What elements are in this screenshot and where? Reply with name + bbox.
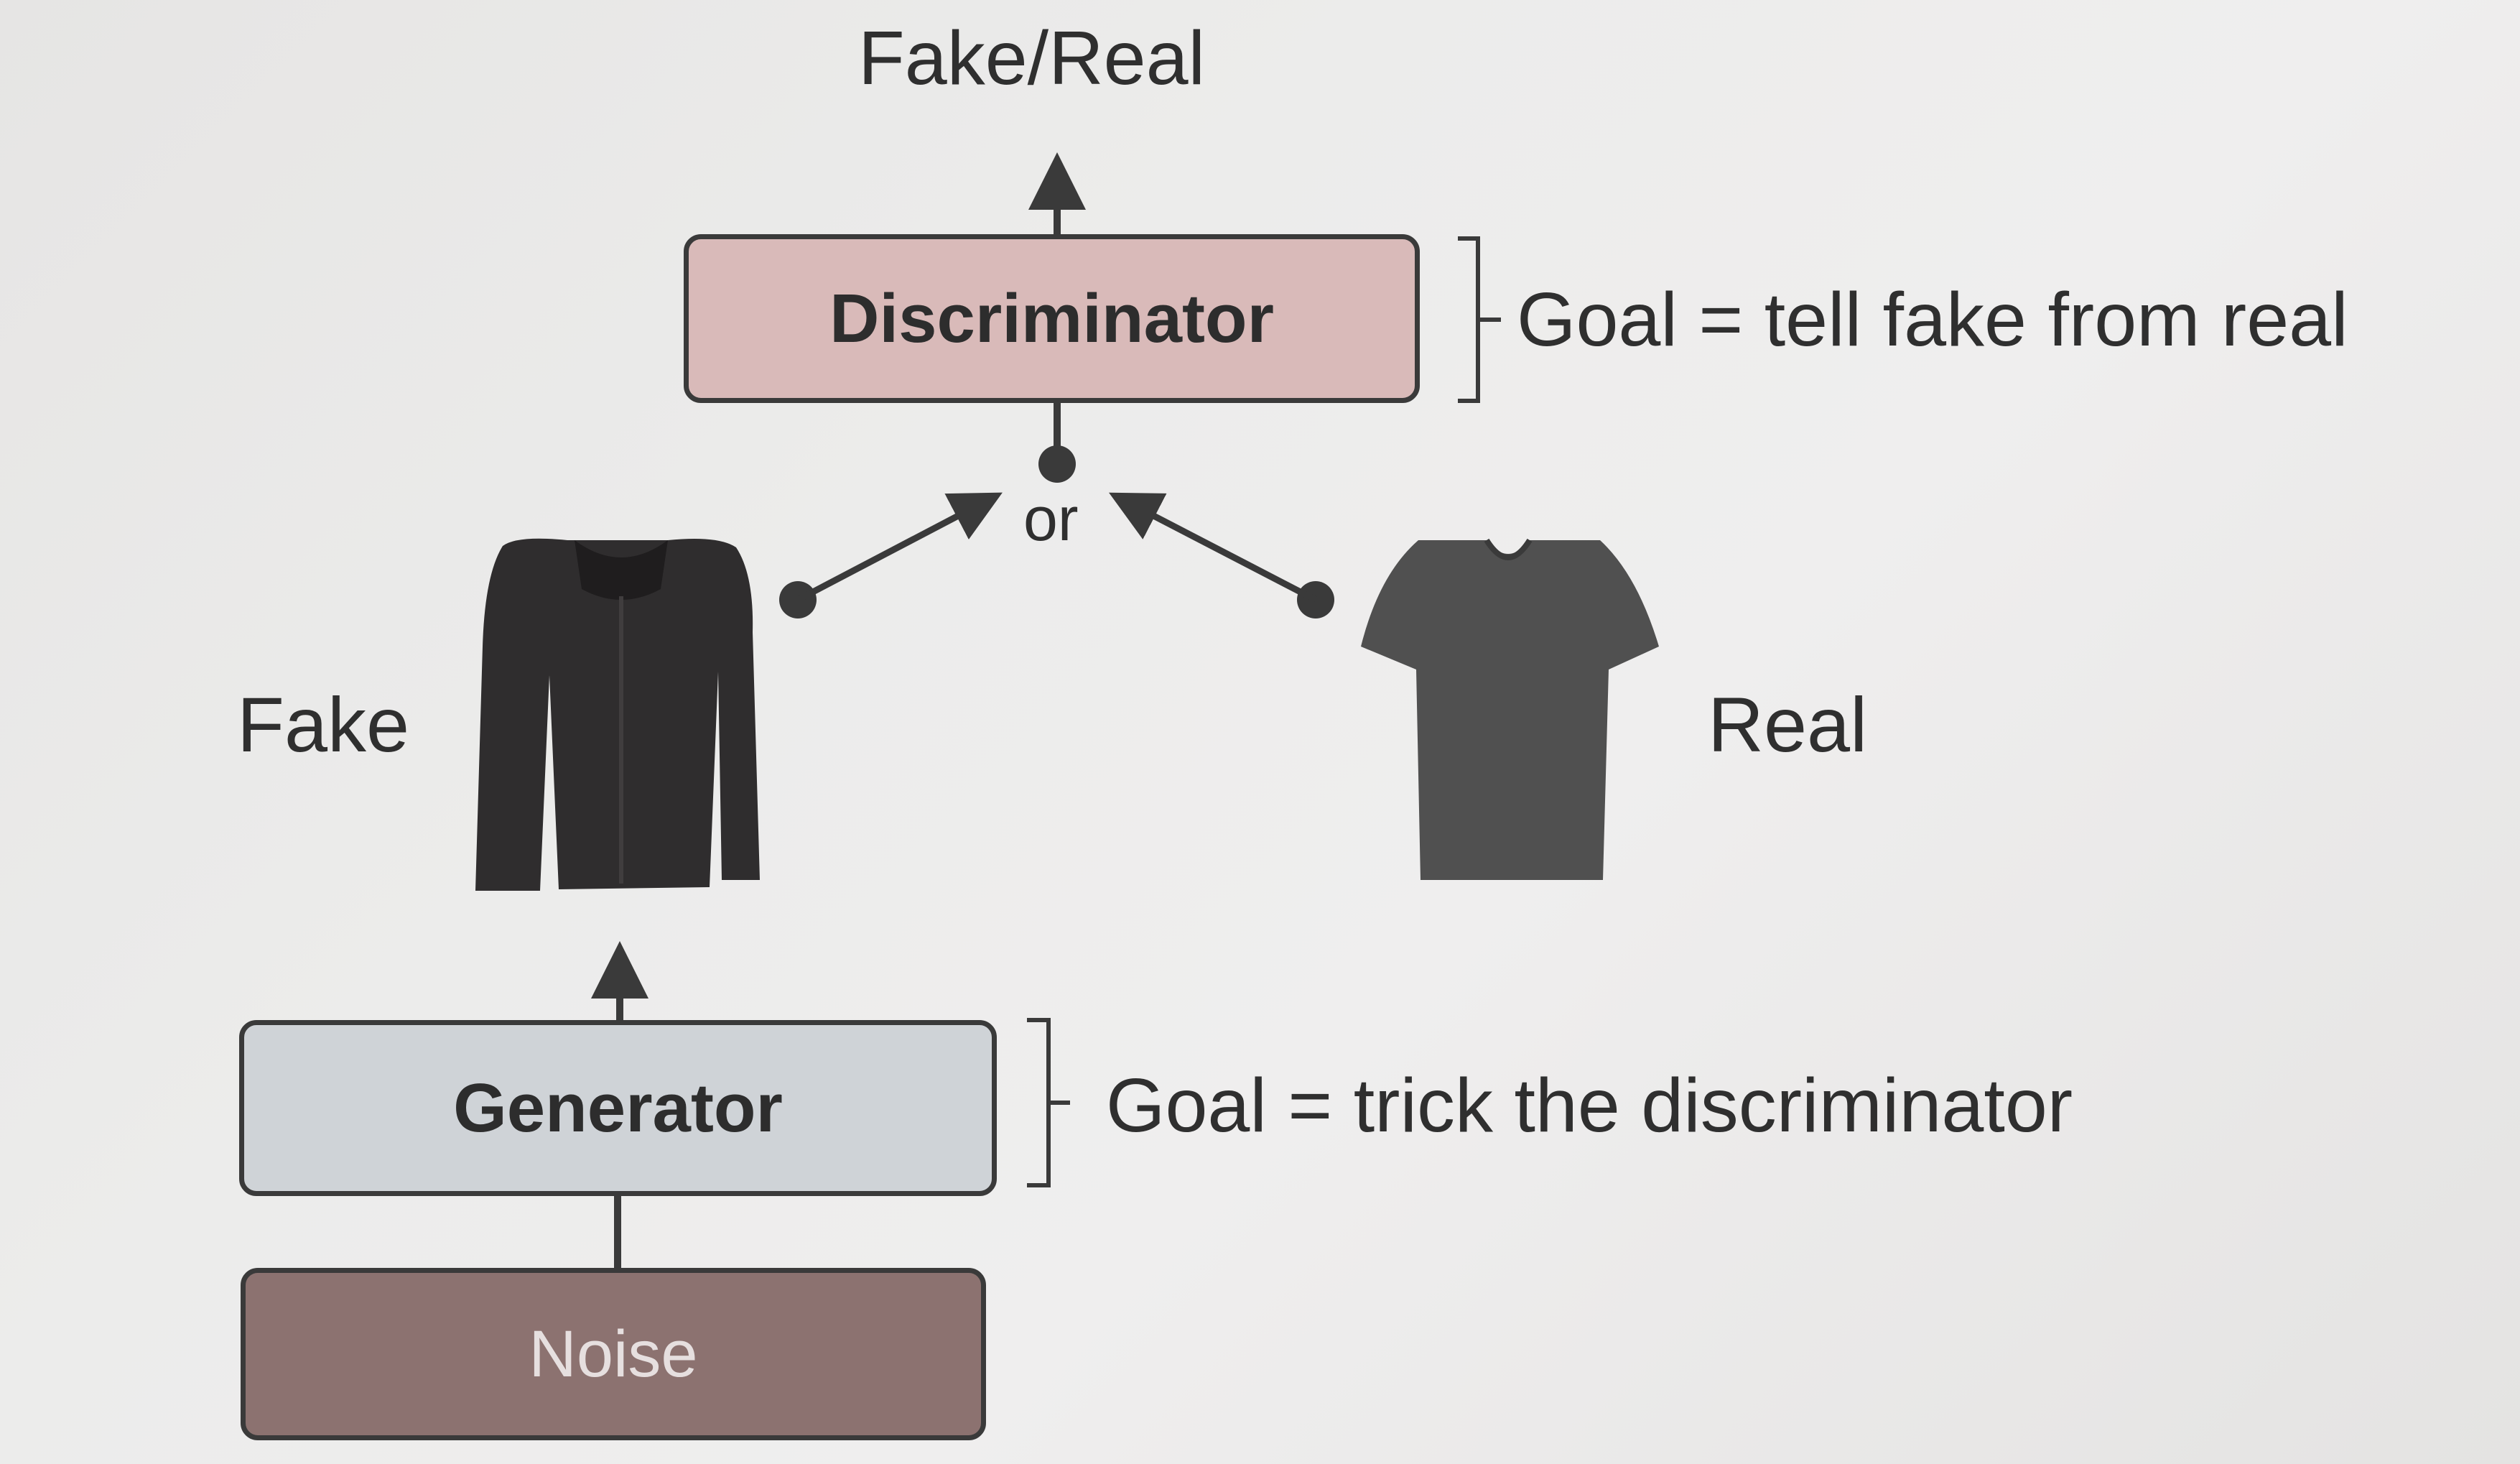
noise-box: Noise bbox=[241, 1268, 986, 1440]
generator-box: Generator bbox=[239, 1020, 997, 1196]
discriminator-goal-text: Goal = tell fake from real bbox=[1517, 277, 2348, 362]
fake-input-arrow bbox=[796, 492, 1003, 603]
fake-label: Fake bbox=[237, 681, 410, 768]
generator-label: Generator bbox=[453, 1069, 783, 1146]
junction-dot bbox=[1038, 445, 1076, 483]
real-label: Real bbox=[1708, 681, 1868, 768]
hoodie-icon bbox=[475, 538, 760, 891]
generator-goal-text: Goal = trick the discriminator bbox=[1106, 1063, 2073, 1148]
discriminator-label: Discriminator bbox=[829, 279, 1274, 357]
tshirt-icon bbox=[1361, 538, 1659, 880]
noise-label: Noise bbox=[529, 1317, 698, 1391]
output-label: Fake/Real bbox=[858, 16, 1206, 101]
real-input-arrow bbox=[1109, 492, 1318, 603]
discriminator-goal-bracket bbox=[1458, 236, 1501, 403]
generator-goal-bracket bbox=[1027, 1018, 1070, 1187]
or-label: or bbox=[1023, 485, 1079, 554]
discriminator-box: Discriminator bbox=[684, 234, 1420, 403]
